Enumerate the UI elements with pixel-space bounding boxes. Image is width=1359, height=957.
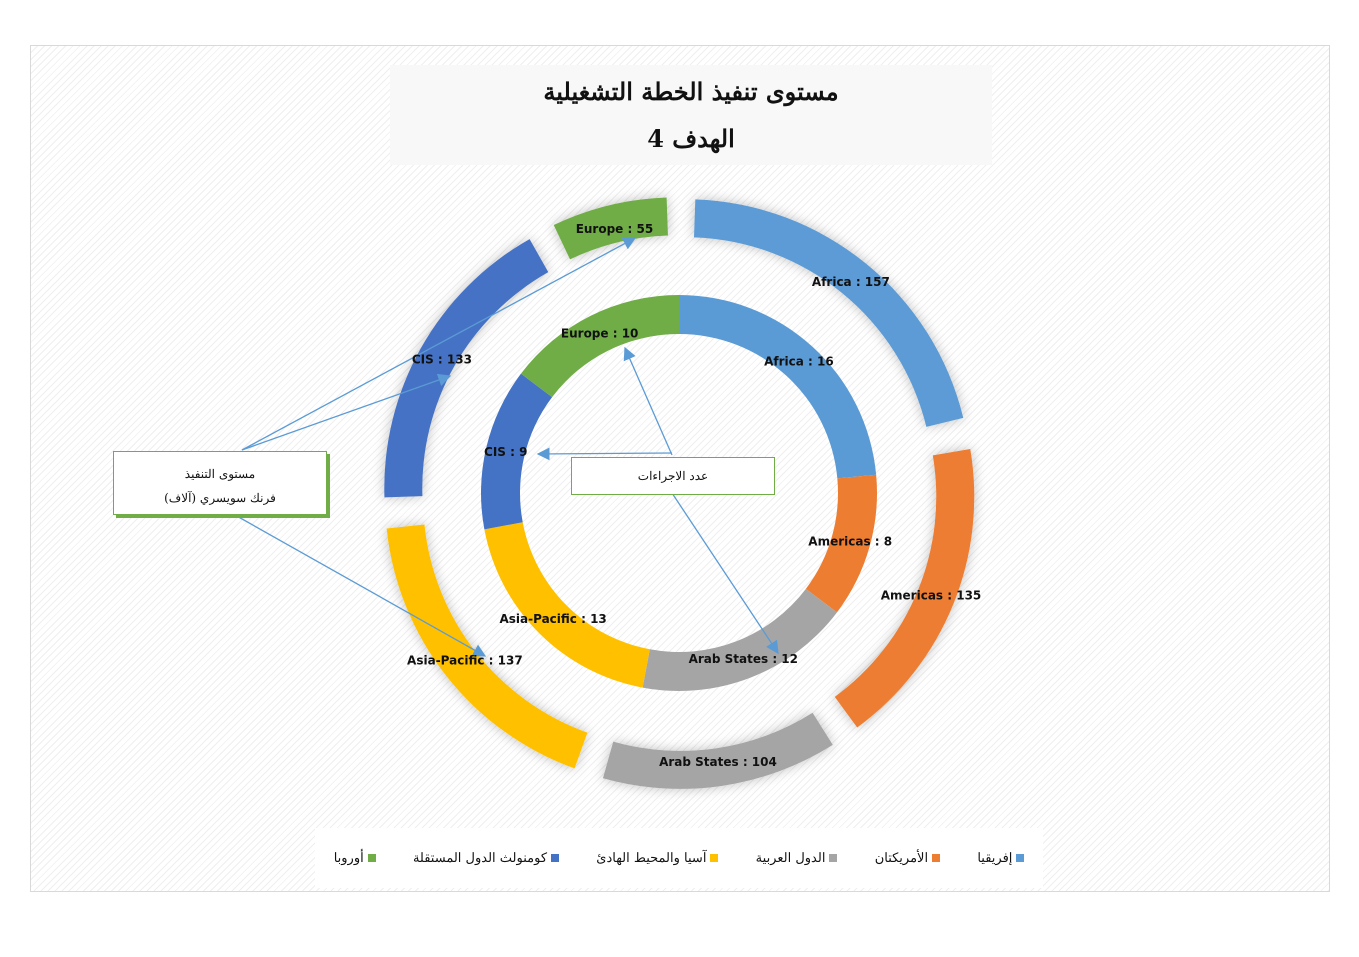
- inner-data-label: Americas : 8: [808, 535, 892, 549]
- inner-ring-segment-americas[interactable]: [805, 474, 877, 613]
- callout-amount-line2: فرنك سويسري (آلاف): [164, 491, 276, 505]
- inner-ring-segment-africa[interactable]: [679, 295, 877, 479]
- title-line-1: مستوى تنفيذ الخطة التشغيلية: [543, 77, 839, 106]
- legend-label: إفريقيا: [977, 850, 1013, 866]
- leader-line: [623, 346, 673, 456]
- inner-data-label: Asia-Pacific : 13: [499, 612, 606, 626]
- inner-data-label: Africa : 16: [764, 354, 834, 368]
- inner-ring-segment-arab-states[interactable]: [642, 588, 838, 691]
- callout-actions: عدد الاجراءات: [571, 457, 775, 495]
- outer-ring-segment-asia-pacific[interactable]: [386, 524, 588, 769]
- legend-swatch: [1016, 854, 1025, 862]
- legend-item[interactable]: الدول العربية: [756, 851, 838, 866]
- outer-ring-segment-cis[interactable]: [384, 239, 549, 498]
- legend-swatch: [932, 854, 941, 862]
- outer-data-label: CIS : 133: [412, 353, 472, 367]
- leader-line: [241, 237, 637, 451]
- legend: إفريقيا الأمريكتان الدول العربية آسيا والمح…: [315, 828, 1043, 888]
- outer-data-label: Asia-Pacific : 137: [407, 654, 523, 668]
- outer-data-label: Africa : 157: [812, 275, 890, 289]
- outer-data-label: Europe : 55: [576, 222, 653, 236]
- legend-item[interactable]: الأمريكتان: [874, 850, 941, 866]
- callout-amount-line1: مستوى التنفيذ: [184, 467, 256, 481]
- legend-label: الأمريكتان: [874, 850, 929, 866]
- inner-data-label: CIS : 9: [484, 445, 527, 459]
- legend-label: آسيا والمحيط الهادئ: [596, 850, 707, 866]
- leader-line: [234, 514, 487, 657]
- inner-ring-segment-asia-pacific[interactable]: [484, 522, 650, 688]
- legend-swatch: [710, 854, 719, 862]
- legend-item[interactable]: إفريقيا: [977, 850, 1025, 866]
- inner-ring-segment-europe[interactable]: [520, 295, 679, 398]
- leader-line: [536, 447, 673, 461]
- outer-ring-segment-arab-states[interactable]: [602, 712, 833, 789]
- legend-label: أوروبا: [333, 850, 364, 866]
- leader-line: [241, 373, 452, 451]
- legend-swatch: [367, 854, 376, 862]
- legend-item[interactable]: أوروبا: [334, 851, 376, 866]
- inner-data-label: Arab States : 12: [689, 652, 798, 666]
- chart-title: مستوى تنفيذ الخطة التشغيلية الهدف 4: [390, 65, 992, 165]
- legend-item[interactable]: آسيا والمحيط الهادئ: [596, 850, 719, 866]
- legend-swatch: [829, 854, 838, 862]
- legend-swatch: [551, 854, 560, 862]
- outer-data-label: Arab States : 104: [659, 755, 777, 769]
- outer-data-label: Americas : 135: [881, 588, 982, 602]
- legend-label: كومنولث الدول المستقلة: [412, 850, 548, 866]
- outer-ring-segment-europe[interactable]: [553, 197, 668, 260]
- title-line-2: الهدف 4: [647, 124, 735, 153]
- inner-data-label: Europe : 10: [561, 327, 638, 341]
- inner-ring-segment-cis[interactable]: [481, 373, 553, 530]
- legend-item[interactable]: كومنولث الدول المستقلة: [412, 850, 560, 866]
- outer-ring-segment-africa[interactable]: [693, 199, 964, 427]
- outer-ring-segment-americas[interactable]: [834, 449, 975, 728]
- leader-line: [671, 492, 779, 655]
- legend-label: الدول العربية: [755, 850, 826, 866]
- callout-amount: مستوى التنفيذ فرنك سويسري (آلاف): [113, 451, 327, 515]
